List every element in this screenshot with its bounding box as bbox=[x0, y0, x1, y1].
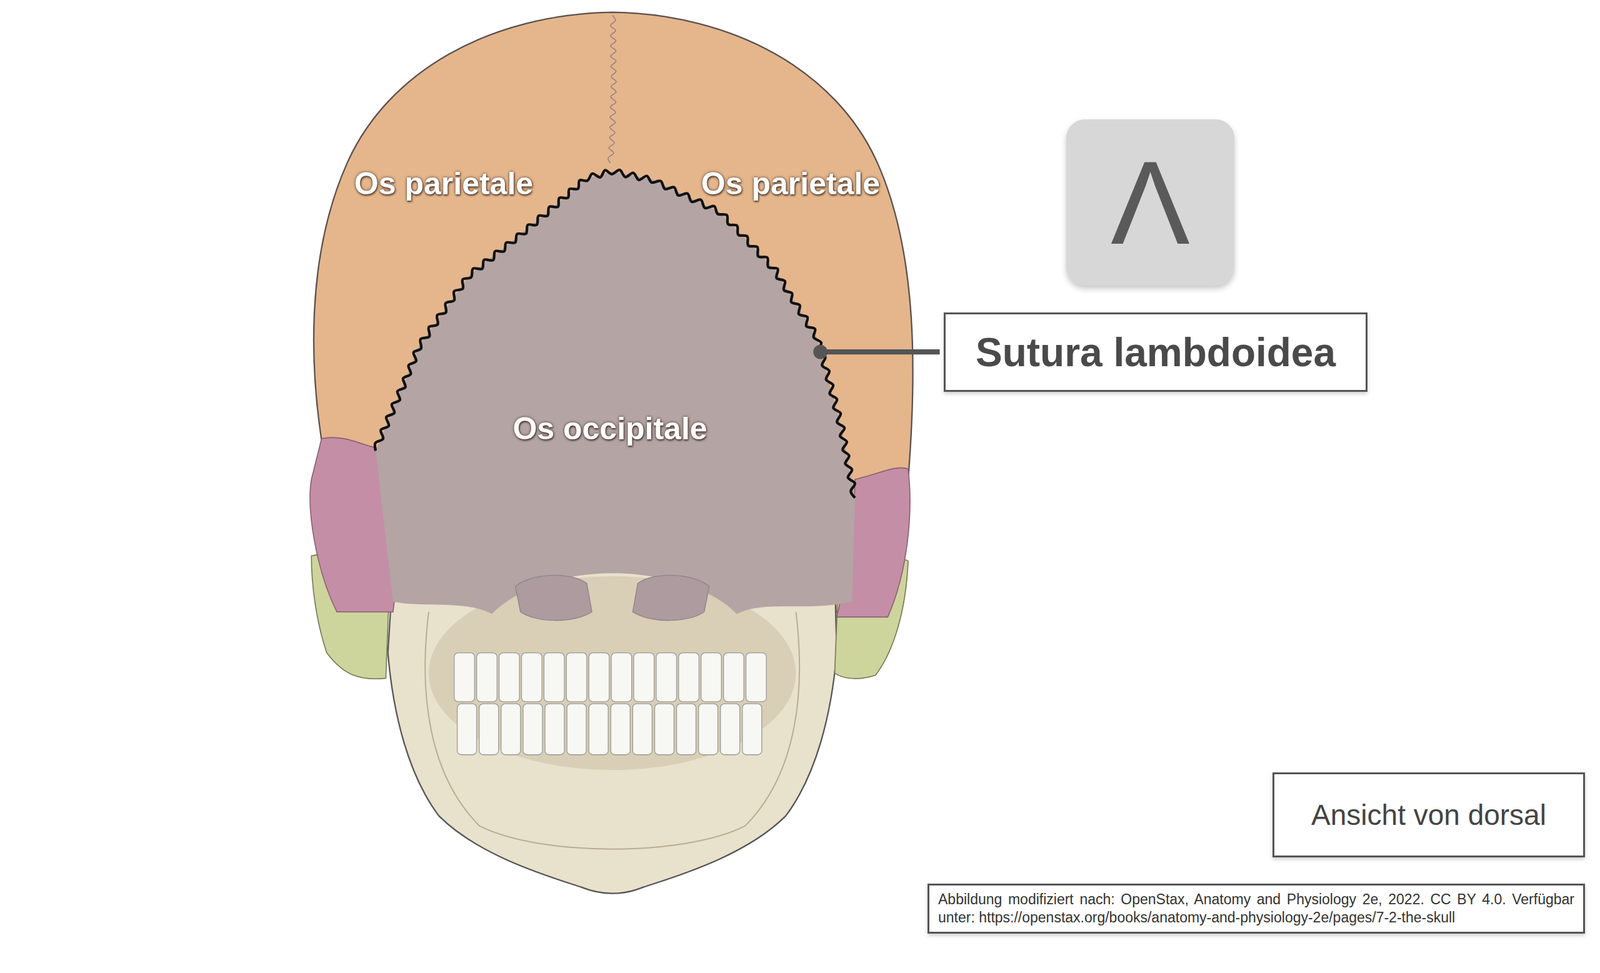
tooth bbox=[545, 703, 565, 755]
tooth bbox=[633, 653, 655, 702]
tooth bbox=[566, 703, 587, 755]
tooth bbox=[454, 653, 475, 702]
callout-box: Sutura lambdoidea bbox=[943, 312, 1368, 392]
occipital-condyles bbox=[515, 575, 710, 621]
tooth bbox=[479, 703, 499, 755]
tooth bbox=[499, 653, 520, 702]
tooth bbox=[723, 653, 745, 702]
tooth bbox=[654, 703, 674, 755]
tooth bbox=[476, 653, 498, 702]
tooth bbox=[676, 703, 697, 755]
teeth bbox=[454, 653, 767, 755]
citation-box: Abbildung modifiziert nach: OpenStax, An… bbox=[927, 883, 1585, 934]
tooth bbox=[678, 653, 700, 702]
leader-dot bbox=[813, 345, 828, 360]
tooth bbox=[610, 703, 630, 755]
tooth bbox=[543, 653, 565, 702]
node-text: Λ bbox=[1110, 143, 1190, 262]
lambdoid-suture-line bbox=[375, 170, 855, 499]
tooth bbox=[701, 653, 722, 702]
symbol-box: Λ bbox=[1066, 119, 1235, 286]
occipital-bone bbox=[375, 171, 855, 614]
bone-label: Os occipitale bbox=[512, 410, 707, 447]
tooth bbox=[742, 703, 762, 755]
tooth bbox=[566, 653, 587, 702]
tooth bbox=[720, 703, 740, 755]
node-text: Sutura lambdoidea bbox=[975, 329, 1336, 376]
tooth bbox=[521, 653, 542, 702]
leader-line bbox=[820, 349, 940, 355]
face-mandible bbox=[388, 571, 837, 894]
bone-label: Os parietale bbox=[354, 165, 534, 202]
tooth bbox=[588, 703, 609, 755]
sagittal-suture bbox=[608, 15, 617, 164]
tooth bbox=[588, 653, 610, 702]
view-box: Ansicht von dorsal bbox=[1272, 772, 1585, 858]
tooth bbox=[611, 653, 632, 702]
tooth bbox=[501, 703, 521, 755]
tooth bbox=[523, 703, 543, 755]
tooth bbox=[457, 703, 477, 755]
node-text: Abbildung modifiziert nach: OpenStax, An… bbox=[938, 890, 1575, 927]
bone-label: Os parietale bbox=[701, 165, 880, 202]
tooth bbox=[656, 653, 677, 702]
tooth bbox=[698, 703, 719, 755]
tooth bbox=[632, 703, 652, 755]
mandible-ramus bbox=[425, 611, 800, 849]
node-text: Ansicht von dorsal bbox=[1311, 798, 1547, 832]
tooth bbox=[746, 653, 767, 702]
